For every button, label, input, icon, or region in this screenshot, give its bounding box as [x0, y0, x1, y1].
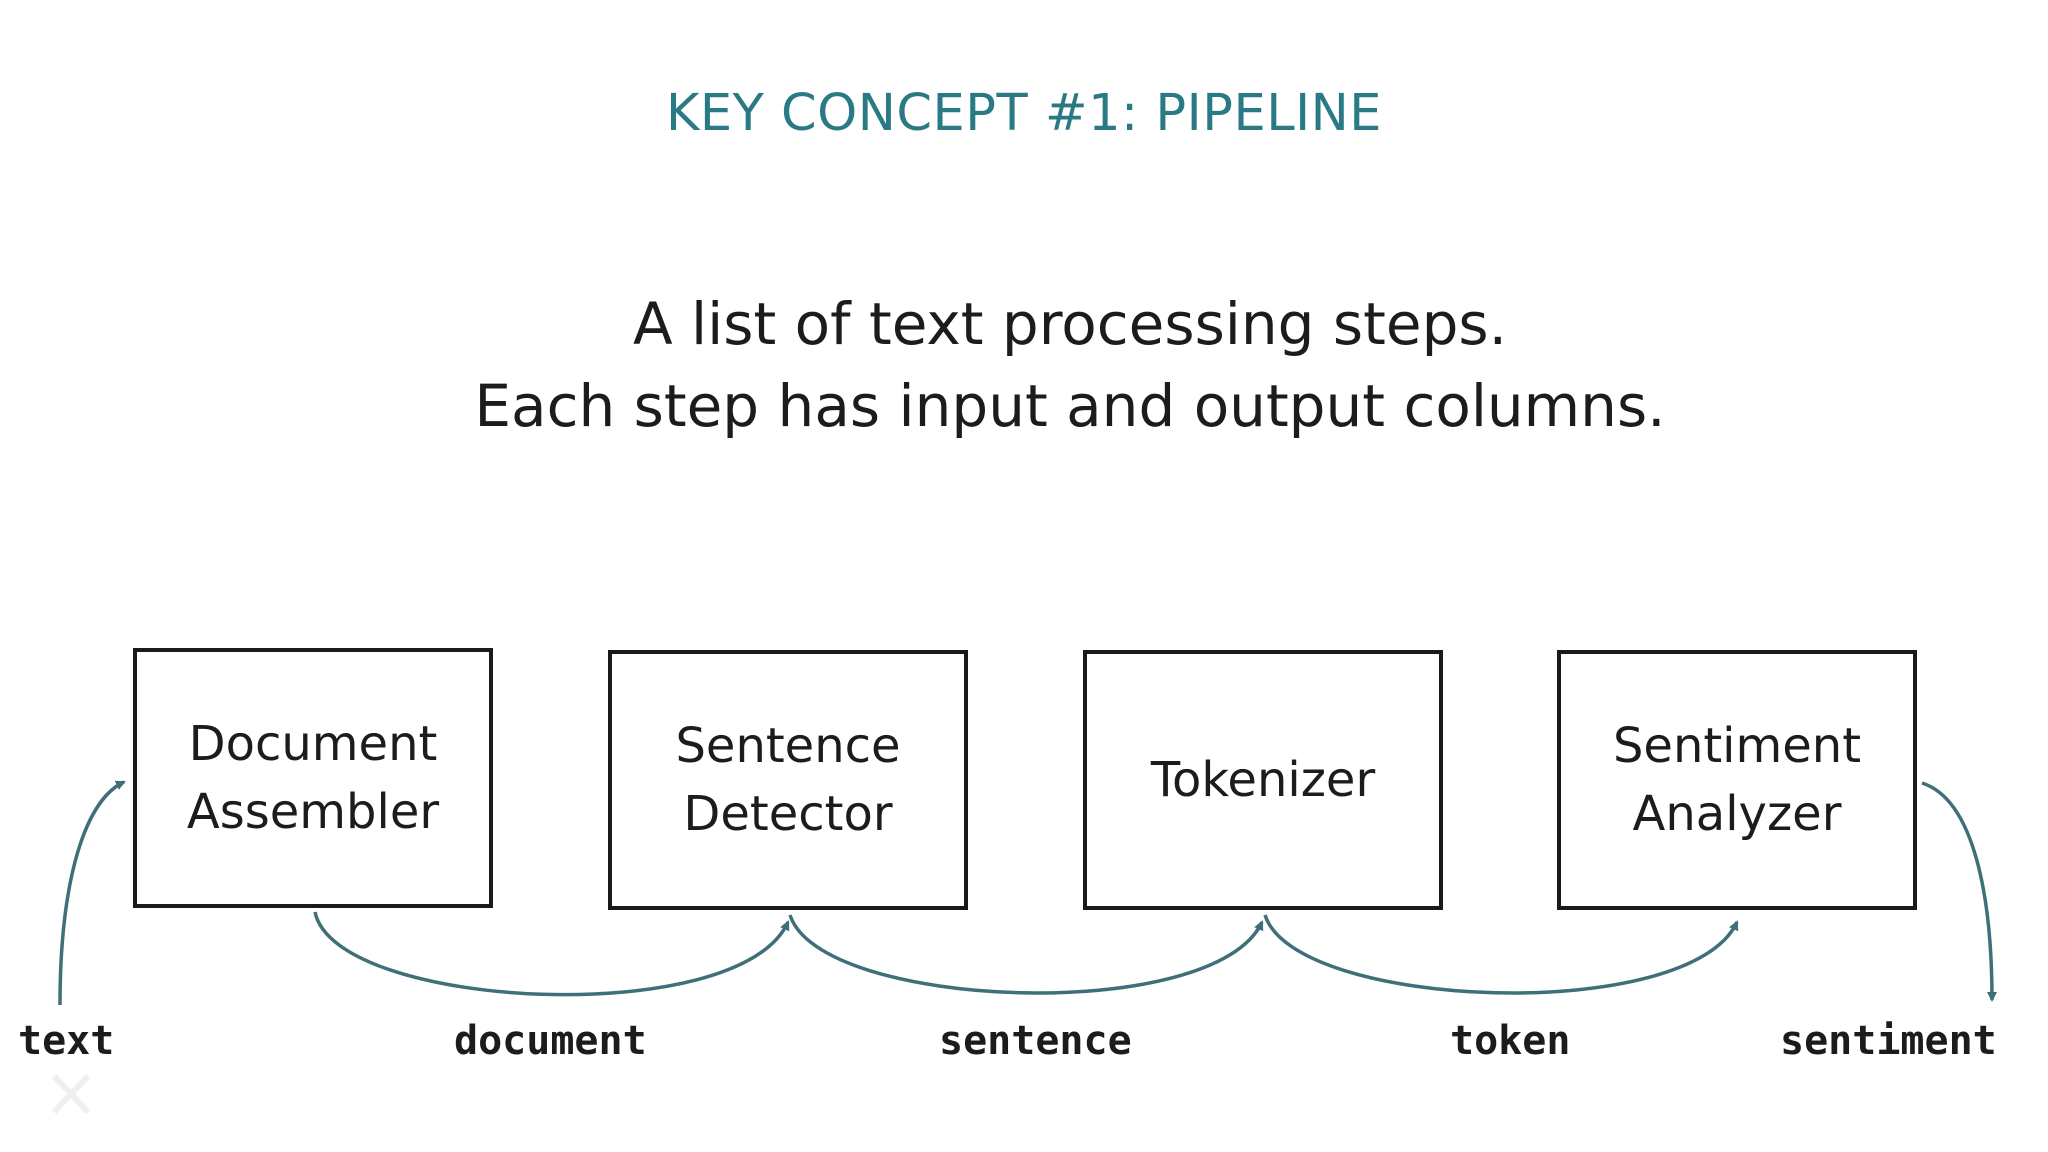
step-label-line2: Assembler	[186, 784, 440, 840]
subtitle-line-2: Each step has input and output columns.	[474, 372, 1666, 440]
arrow-text-to-document-assembler	[58, 780, 126, 1006]
arrow-token-to-sentiment-analyzer	[1263, 914, 1739, 995]
column-label-document: document	[454, 1018, 647, 1064]
column-label-sentence: sentence	[939, 1018, 1132, 1064]
column-label-token: token	[1450, 1018, 1571, 1064]
slide-title: KEY CONCEPT #1: PIPELINE	[665, 84, 1383, 143]
column-label-text: text	[18, 1018, 115, 1064]
arrow-document-to-sentence-detector	[313, 911, 790, 997]
step-sentiment-analyzer: Sentiment Analyzer	[1557, 650, 1917, 910]
step-label-line1: Sentence	[675, 718, 901, 774]
step-label-line2: Analyzer	[1632, 786, 1842, 842]
step-label-line1: Sentiment	[1612, 718, 1862, 774]
step-label-line2: Detector	[683, 786, 893, 842]
arrow-sentiment-output	[1921, 781, 1997, 1002]
subtitle-line-1: A list of text processing steps.	[632, 290, 1508, 358]
arrow-sentence-to-tokenizer	[788, 914, 1264, 995]
watermark-logo-icon	[51, 1073, 91, 1115]
step-tokenizer: Tokenizer	[1083, 650, 1443, 910]
step-sentence-detector: Sentence Detector	[608, 650, 968, 910]
column-label-sentiment: sentiment	[1780, 1018, 1997, 1064]
step-label-line1: Document	[188, 716, 438, 772]
step-document-assembler: Document Assembler	[133, 648, 493, 908]
step-label-line1: Tokenizer	[1150, 752, 1376, 808]
